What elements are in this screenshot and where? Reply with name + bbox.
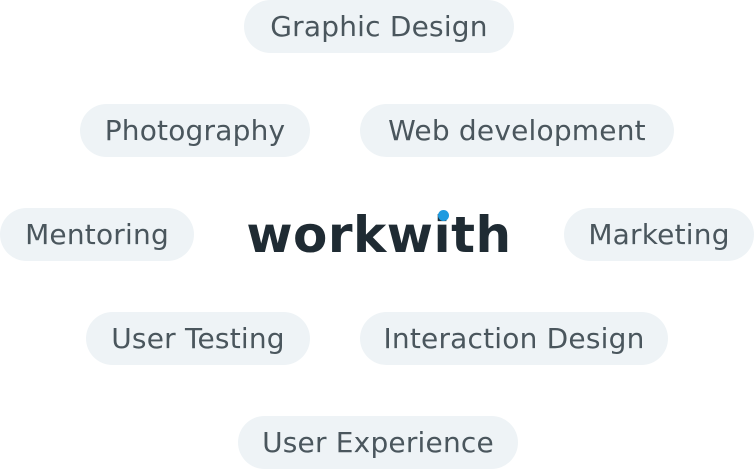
tag-user-testing[interactable]: User Testing	[86, 312, 310, 365]
tag-user-experience[interactable]: User Experience	[238, 416, 518, 469]
logo-dot-icon	[438, 210, 449, 221]
tag-graphic-design[interactable]: Graphic Design	[244, 0, 514, 53]
tag-photography[interactable]: Photography	[80, 104, 310, 157]
tag-interaction-design[interactable]: Interaction Design	[360, 312, 668, 365]
tag-web-development[interactable]: Web development	[360, 104, 674, 157]
tag-mentoring[interactable]: Mentoring	[0, 208, 194, 261]
tag-marketing[interactable]: Marketing	[564, 208, 754, 261]
brand-logo: workwith	[246, 206, 512, 264]
